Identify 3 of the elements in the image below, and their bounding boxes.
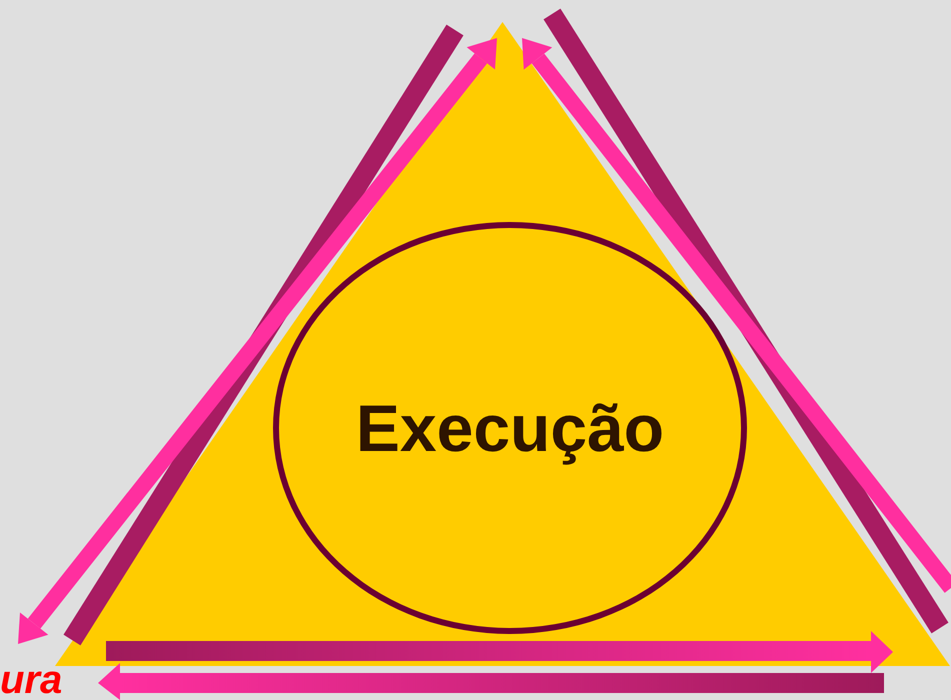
node-label: Execução bbox=[356, 390, 664, 466]
triangle-shape bbox=[55, 22, 950, 666]
cut-off-text: ura bbox=[0, 660, 62, 700]
